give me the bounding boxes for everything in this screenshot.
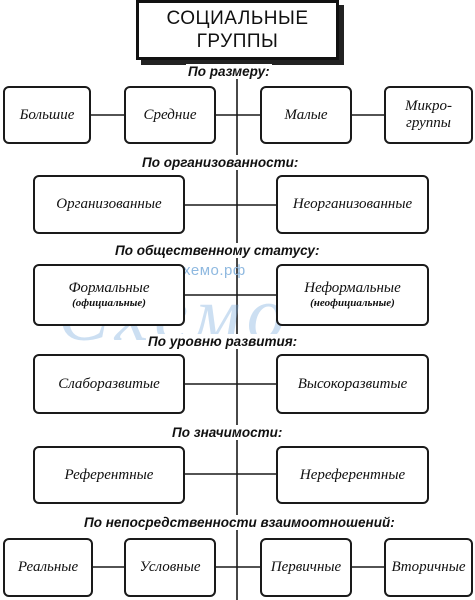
category-organization-label: По организованности:: [140, 155, 301, 170]
category-significance-label: По значимости:: [170, 425, 285, 440]
group-micro: Микро-группы: [384, 86, 473, 144]
group-formal: Формальные (официальные): [33, 264, 185, 326]
group-organized: Организованные: [33, 175, 185, 234]
group-formal-note: (официальные): [72, 297, 146, 309]
group-non-reference: Нереферентные: [276, 446, 429, 504]
group-medium: Средние: [124, 86, 216, 144]
group-underdeveloped: Слаборазвитые: [33, 354, 185, 414]
group-small: Малые: [260, 86, 352, 144]
group-informal: Неформальные (неофициальные): [276, 264, 429, 326]
group-real: Реальные: [3, 538, 93, 597]
group-large: Большие: [3, 86, 91, 144]
group-reference: Референтные: [33, 446, 185, 504]
group-unorganized: Неорганизованные: [276, 175, 429, 234]
title-line-2: ГРУППЫ: [196, 31, 279, 52]
group-secondary: Вторичные: [384, 538, 473, 597]
group-nominal: Условные: [124, 538, 216, 597]
category-size-label: По размеру:: [186, 64, 272, 79]
group-informal-name: Неформальные: [304, 280, 401, 296]
group-informal-note: (неофициальные): [310, 297, 395, 309]
group-highly-developed: Высокоразвитые: [276, 354, 429, 414]
title-line-1: СОЦИАЛЬНЫЕ: [166, 8, 309, 29]
diagram-title: СОЦИАЛЬНЫЕ ГРУППЫ: [136, 0, 339, 60]
category-development-label: По уровню развития:: [146, 334, 300, 349]
category-relations-label: По непосредственности взаимоотношений:: [82, 515, 397, 530]
group-formal-name: Формальные: [68, 280, 150, 296]
category-status-label: По общественному статусу:: [113, 243, 322, 258]
group-primary: Первичные: [260, 538, 352, 597]
